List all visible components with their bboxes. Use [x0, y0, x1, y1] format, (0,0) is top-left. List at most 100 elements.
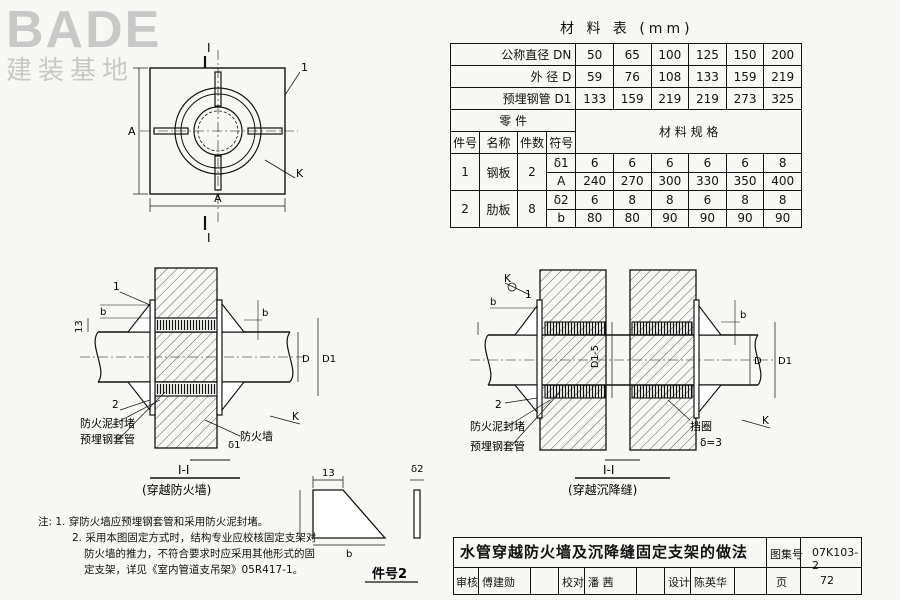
watermark-logo: BADE 建装基地	[6, 4, 161, 86]
left-dim-delta1: δ1	[228, 440, 240, 451]
notes: 注: 1. 穿防火墙应预埋钢套管和采用防火泥封堵。 2. 采用本图固定方式时，结…	[38, 514, 317, 578]
table-cell: 80	[612, 208, 652, 229]
table-cell: 65	[612, 42, 652, 67]
part-symbol: δ2	[546, 190, 577, 210]
part-symbol: b	[546, 208, 577, 229]
left-label-1: 1	[113, 281, 120, 293]
plan-label-1: 1	[301, 61, 308, 74]
table-cell: 240	[575, 171, 614, 192]
part2-dim-delta2: δ2	[411, 464, 423, 475]
col-header: 件数	[516, 131, 548, 155]
right-sleeve-label: 预埋钢套管	[470, 439, 525, 453]
table-row: 件号 名称 件数 符号	[449, 131, 802, 155]
right-label-2: 2	[495, 399, 502, 411]
left-dim-b-right: b	[262, 308, 268, 319]
right-dim-d1-5: D1-5	[590, 345, 601, 368]
part-name: 钢板	[479, 153, 518, 192]
right-dim-b-right: b	[740, 310, 746, 321]
left-dim-b: b	[100, 307, 106, 318]
section-mark-bottom: I	[207, 231, 211, 245]
table-row: 1 钢板 2 δ1 6 6 6 6 6 8	[449, 153, 802, 192]
part2-caption: 件号2	[372, 566, 407, 582]
note-line: 定支架，详见《室内管道支吊架》05R417-1。	[84, 564, 304, 576]
reviewer-name: 傅建勋	[482, 576, 515, 589]
part2-detail	[299, 476, 424, 583]
right-dim-d1: D1	[778, 356, 792, 367]
table-row: 预埋钢管 D1 133 159 219 219 273 325	[449, 87, 802, 111]
left-dim-d1: D1	[322, 354, 336, 365]
note-line: 防火墙的推力，不符合要求时应采用其他形式的固	[84, 548, 315, 560]
row-symbol: DN	[553, 48, 572, 63]
review-label: 审核	[456, 576, 478, 589]
note-line: 2. 采用本图固定方式时，结构专业应校核固定支架对	[72, 532, 317, 544]
right-fire-sealant-label: 防火泥封堵	[470, 419, 525, 433]
left-caption: (穿越防火墙)	[142, 482, 211, 497]
table-cell: 219	[650, 87, 690, 111]
part-no: 2	[449, 190, 481, 228]
baffle-ring-label: 挡圈	[690, 419, 712, 433]
design-label: 设计	[668, 576, 690, 589]
plan-view	[133, 50, 301, 230]
table-cell: 90	[650, 208, 690, 229]
logo-text: BADE	[6, 1, 162, 59]
spec-header: 材 料 规 格	[575, 109, 802, 155]
firewall-label: 防火墙	[240, 429, 273, 443]
firewall-section	[80, 267, 319, 479]
title-block: 水管穿越防火墙及沉降缝固定支架的做法 图集号 07K103-2 审核 傅建勋 校…	[453, 537, 862, 595]
right-dim-delta3: δ=3	[700, 437, 722, 449]
plan-label-k: K	[296, 167, 304, 180]
left-label-2: 2	[112, 399, 119, 411]
logo-subtitle: 建装基地	[6, 56, 135, 86]
designer-name: 陈英华	[694, 576, 727, 589]
table-row: 零 件 材 料 规 格	[449, 109, 802, 155]
atlas-number: 07K103-2	[812, 546, 859, 572]
table-cell: 108	[650, 65, 690, 89]
col-header: 名称	[479, 131, 518, 155]
checker-name: 潘 茜	[588, 576, 614, 589]
material-table-title: 材 料 表 (mm)	[560, 21, 694, 37]
row-symbol: D1	[554, 92, 572, 107]
right-dim-d: D	[754, 356, 762, 367]
left-dim-d: D	[302, 354, 310, 365]
table-row: 公称直径 DN 50 65 100 125 150 200	[449, 42, 802, 67]
table-cell: 200	[763, 42, 802, 67]
right-section-name: I-I	[603, 463, 614, 477]
left-dim-13: 13	[74, 320, 85, 333]
part-qty: 8	[516, 190, 548, 228]
table-row: 外 径 D 59 76 108 133 159 219	[449, 65, 802, 89]
part-symbol: δ1	[546, 153, 577, 173]
left-label-k: K	[292, 411, 300, 423]
table-cell: 90	[763, 208, 802, 229]
atlas-label: 图集号	[770, 548, 803, 561]
part2-dim-b: b	[346, 549, 352, 560]
table-cell: 90	[688, 208, 727, 229]
row-symbol: D	[562, 70, 572, 85]
page-label: 页	[776, 576, 787, 589]
right-label-k: K	[762, 415, 770, 427]
section-mark-top: I	[207, 41, 211, 55]
dim-a-bottom: A	[214, 192, 222, 205]
check-label: 校对	[562, 576, 584, 589]
table-cell: 159	[725, 65, 765, 89]
col-header: 件号	[449, 131, 481, 155]
part2-dim-13: 13	[322, 468, 335, 479]
right-label-1: 1	[525, 289, 532, 301]
right-dim-b: b	[490, 297, 496, 308]
table-cell: 90	[725, 208, 765, 229]
table-cell: 325	[763, 87, 802, 111]
material-table: 公称直径 DN 50 65 100 125 150 200 外 径 D 59 7…	[449, 42, 802, 229]
settlement-joint-section	[470, 269, 776, 479]
table-cell: 100	[650, 42, 690, 67]
page-number: 72	[820, 574, 834, 587]
left-sleeve-label: 预埋钢套管	[80, 432, 135, 446]
dim-a-left: A	[128, 125, 136, 138]
parts-header: 零 件	[449, 109, 577, 133]
right-label-k-top: K	[504, 273, 512, 285]
row-label: 公称直径	[501, 48, 550, 63]
drawing-title: 水管穿越防火墙及沉降缝固定支架的做法	[460, 543, 749, 561]
table-row: 2 肋板 8 δ2 6 8 8 6 8 8	[449, 190, 802, 228]
right-caption: (穿越沉降缝)	[568, 482, 637, 497]
part-qty: 2	[516, 153, 548, 192]
left-section-name: I-I	[178, 463, 189, 477]
